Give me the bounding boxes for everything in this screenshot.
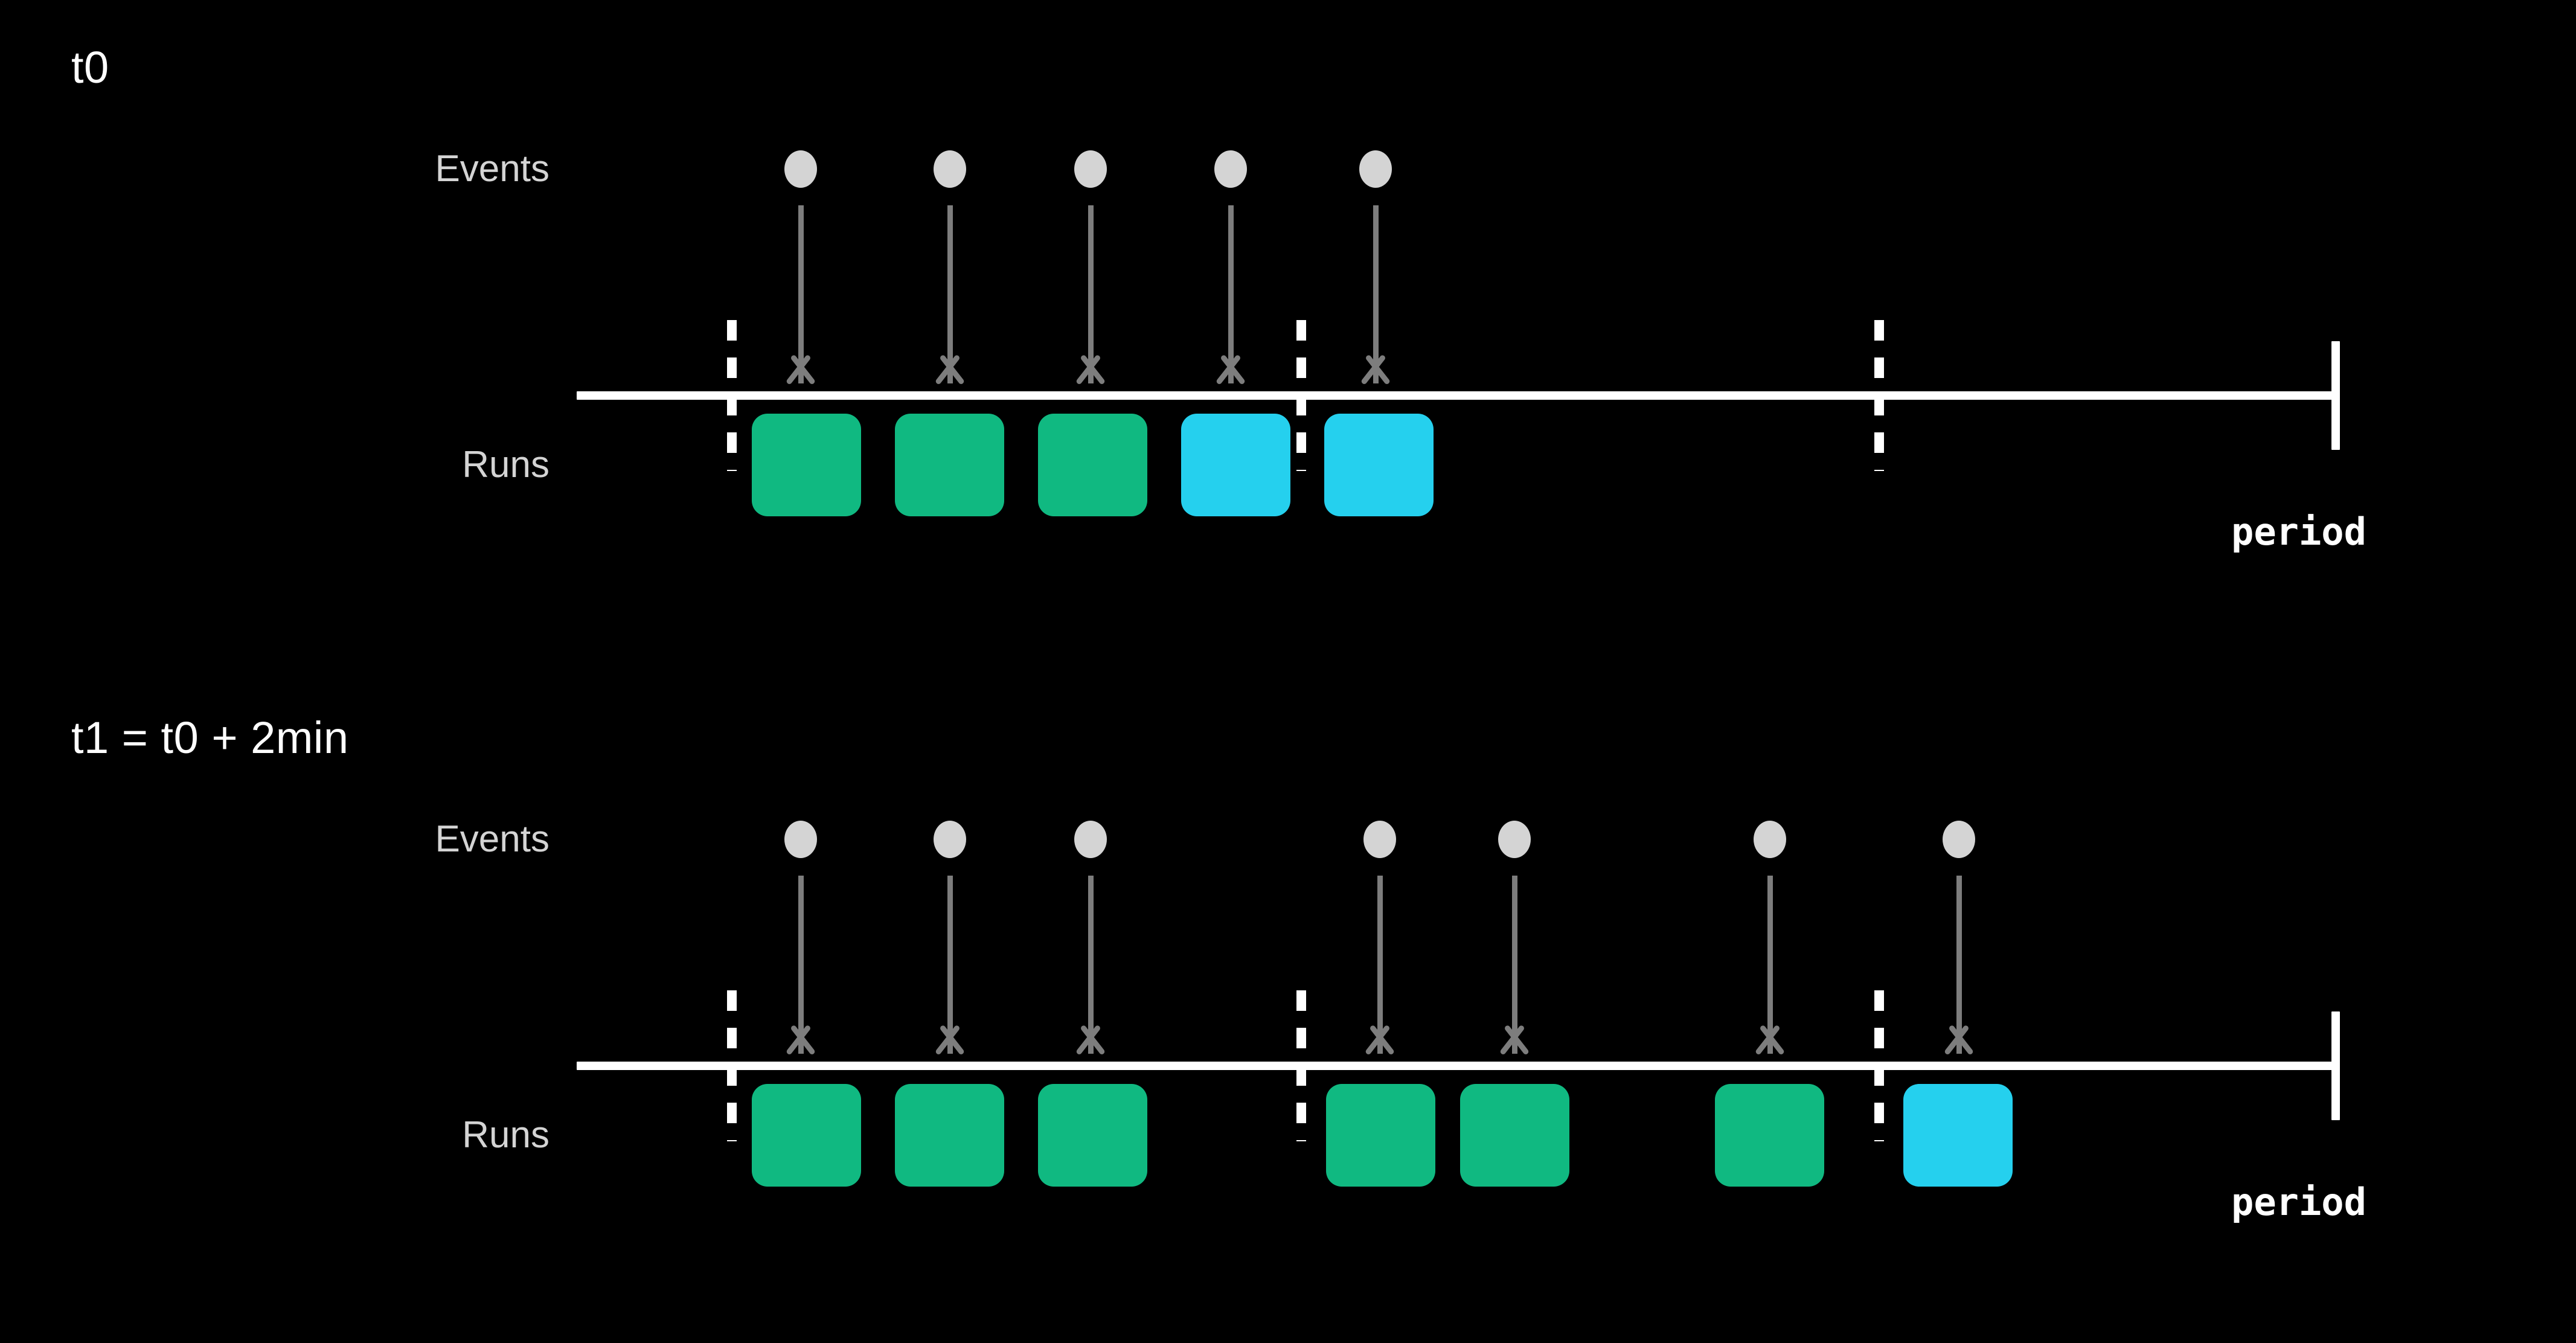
arrow-shaft <box>798 205 804 383</box>
event-dot <box>1498 821 1531 858</box>
run-block <box>895 1084 1004 1187</box>
event-arrow <box>1938 876 1980 1054</box>
arrow-shaft <box>1373 205 1379 383</box>
run-block <box>1715 1084 1824 1187</box>
event-arrow <box>1069 205 1112 383</box>
run-block <box>1038 1084 1147 1187</box>
section-title-t1: t1 = t0 + 2min <box>71 713 349 763</box>
run-block <box>1903 1084 2013 1187</box>
event-arrow <box>929 876 971 1054</box>
arrow-shaft <box>1228 205 1234 383</box>
event-dot <box>784 821 817 858</box>
section-title-t0: t0 <box>71 42 109 92</box>
event-arrow <box>1210 205 1252 383</box>
period-boundary-marker <box>727 990 737 1141</box>
arrow-shaft <box>947 205 953 383</box>
event-arrow <box>1493 876 1536 1054</box>
period-boundary-marker <box>1296 320 1306 471</box>
run-block <box>752 414 861 516</box>
row-label-events-t0: Events <box>435 148 549 190</box>
row-label-runs-t0: Runs <box>462 444 549 486</box>
event-dot <box>1214 150 1247 188</box>
event-arrow <box>1359 876 1401 1054</box>
event-dot <box>1074 821 1107 858</box>
period-label-t1: period <box>2231 1180 2366 1224</box>
event-dot <box>1363 821 1396 858</box>
event-arrow <box>1069 876 1112 1054</box>
run-block <box>1181 414 1290 516</box>
arrow-shaft <box>1511 876 1517 1054</box>
event-dot <box>1943 821 1975 858</box>
timeline-axis-t0 <box>577 391 2340 400</box>
run-block <box>895 414 1004 516</box>
timeline-end-tick-t1 <box>2331 1011 2340 1120</box>
timeline-end-tick-t0 <box>2331 341 2340 450</box>
row-label-events-t1: Events <box>435 818 549 860</box>
event-arrow <box>929 205 971 383</box>
period-label-t0: period <box>2231 510 2366 554</box>
event-dot <box>1074 150 1107 188</box>
period-boundary-marker <box>1874 320 1884 471</box>
event-dot <box>934 821 966 858</box>
period-boundary-marker <box>727 320 737 471</box>
arrow-shaft <box>1767 876 1773 1054</box>
period-boundary-marker <box>1296 990 1306 1141</box>
row-label-runs-t1: Runs <box>462 1114 549 1156</box>
event-dot <box>784 150 817 188</box>
run-block <box>1324 414 1434 516</box>
run-block <box>1326 1084 1435 1187</box>
run-block <box>752 1084 861 1187</box>
arrow-shaft <box>1088 205 1094 383</box>
event-arrow <box>1749 876 1791 1054</box>
timeline-axis-t1 <box>577 1062 2340 1070</box>
arrow-shaft <box>1088 876 1094 1054</box>
arrow-shaft <box>1956 876 1962 1054</box>
event-arrow <box>780 205 822 383</box>
run-block <box>1038 414 1147 516</box>
event-dot <box>934 150 966 188</box>
event-dot <box>1359 150 1392 188</box>
period-boundary-marker <box>1874 990 1884 1141</box>
event-arrow <box>780 876 822 1054</box>
event-arrow <box>1354 205 1397 383</box>
event-dot <box>1754 821 1786 858</box>
arrow-shaft <box>1377 876 1383 1054</box>
arrow-shaft <box>798 876 804 1054</box>
arrow-shaft <box>947 876 953 1054</box>
run-block <box>1460 1084 1569 1187</box>
